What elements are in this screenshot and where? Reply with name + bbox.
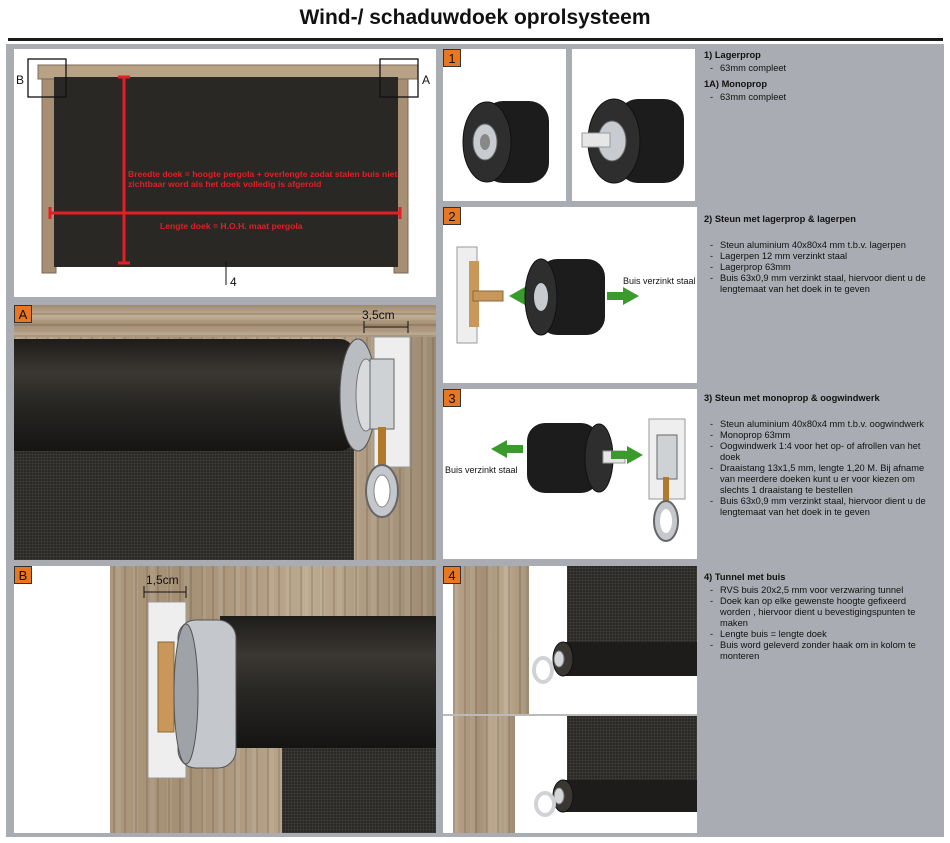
lagerprop-hole: [480, 134, 490, 150]
bracket-3-rod: [663, 477, 669, 503]
panel-2-steun-lagerprop: 2 Buis verzinkt staal: [443, 207, 697, 383]
title-divider: [8, 38, 943, 41]
panel-4-split: [443, 714, 697, 716]
info-3-item: Oogwindwerk 1:4 voor het op- of afrollen…: [710, 441, 938, 463]
panel-4-badge: 4: [443, 566, 461, 584]
gearbox: [369, 358, 395, 430]
wood-post-top: [453, 566, 529, 714]
info-4-item: Doek kan op elke gewenste hoogte gefixee…: [710, 596, 938, 629]
bracket-3-eye-hole: [660, 509, 672, 533]
wood-post-bottom: [453, 716, 515, 833]
panel-4-tunnel: 4: [443, 566, 697, 833]
panel-2-drawing: [456, 246, 639, 344]
end-cap-b-face: [173, 623, 199, 765]
panel-3-drawing: [491, 418, 686, 542]
panel-4-drawing: [532, 641, 697, 817]
info-2-heading: 2) Steun met lagerprop & lagerpen: [704, 214, 856, 224]
tunnel-bottom: [563, 780, 697, 812]
lagerprop-2-bearing: [534, 283, 548, 311]
arrow-2-right: [607, 287, 639, 305]
pergola-drawing: [27, 58, 419, 285]
info-2-item: Lagerpen 12 mm verzinkt staal: [710, 251, 938, 262]
detail-b-badge: B: [14, 566, 32, 584]
measure-a-label: 3,5cm: [362, 308, 395, 322]
monoprop-square-shaft: [581, 132, 611, 148]
info-1a-item: 63mm compleet: [710, 92, 940, 103]
monoprop-3-body: [527, 423, 599, 493]
bracket-drawing: [339, 321, 411, 518]
bracket-2-pin: [472, 290, 504, 302]
monoprop-drawing: [581, 98, 684, 184]
panel-2-buis-label: Buis verzinkt staal: [623, 276, 696, 286]
info-1: 1) Lagerprop 63mm compleet 1A) Monoprop …: [704, 50, 940, 103]
pergola-left-post: [41, 72, 57, 274]
info-2-item: Buis 63x0,9 mm verzinkt staal, hiervoor …: [710, 273, 938, 295]
measure-b-label: 1,5cm: [146, 573, 179, 587]
info-1a-heading: 1A) Monoprop: [704, 79, 767, 89]
panel-3-steun-monoprop: 3 Buis verzinkt staal: [443, 389, 697, 559]
bracket-b-drawing: [143, 586, 237, 779]
crank-eye-inner: [373, 474, 391, 508]
fabric-roll: [14, 339, 354, 451]
info-4-item: Lengte buis = lengte doek: [710, 629, 938, 640]
detail-a-box: [379, 58, 419, 98]
lengte-annotation: Lengte doek = H.O.H. maat pergola: [160, 221, 303, 231]
info-4-item: RVS buis 20x2,5 mm voor verzwaring tunne…: [710, 585, 938, 596]
lagerprop-drawing: [462, 101, 549, 183]
panel-1-badge: 1: [443, 49, 461, 67]
info-3: 3) Steun met monoprop & oogwindwerk Steu…: [704, 393, 938, 518]
shade-cloth: [54, 77, 398, 267]
fabric-hanging: [14, 435, 354, 560]
info-3-item: Draaistang 13x1,5 mm, lengte 1,20 M. Bij…: [710, 463, 938, 496]
shaft: [378, 427, 386, 469]
label-b: B: [16, 73, 25, 87]
tunnel-top: [563, 642, 697, 676]
label-4: 4: [230, 275, 237, 289]
wood-beam: [14, 305, 436, 337]
info-2-item: Steun aluminium 40x80x4 mm t.b.v. lagerp…: [710, 240, 938, 251]
tunnel-top-cap: [553, 650, 565, 668]
fabric-roll-b: [220, 616, 436, 748]
panel-1-lagerprop: 1: [443, 49, 566, 201]
info-3-item: Monoprop 63mm: [710, 430, 938, 441]
info-3-item: Buis 63x0,9 mm verzinkt staal, hiervoor …: [710, 496, 938, 518]
info-2: 2) Steun met lagerprop & lagerpen Steun …: [704, 214, 938, 295]
arrow-3-right: [611, 446, 643, 464]
label-a: A: [422, 73, 431, 87]
lager-pin: [157, 641, 175, 733]
hook-top: [532, 656, 554, 684]
lagerprop-2-body: [539, 259, 605, 335]
info-4-item: Buis word geleverd zonder haak om in kol…: [710, 640, 938, 662]
breedte-annotation: Breedte doek = hoogte pergola + overleng…: [128, 169, 398, 189]
background-white: [14, 566, 110, 833]
info-4: 4) Tunnel met buis RVS buis 20x2,5 mm vo…: [704, 572, 938, 662]
info-2-item: Lagerprop 63mm: [710, 262, 938, 273]
info-1-item: 63mm compleet: [710, 63, 940, 74]
detail-a-badge: A: [14, 305, 32, 323]
info-4-heading: 4) Tunnel met buis: [704, 572, 786, 582]
bracket-3-gear: [656, 434, 678, 480]
detail-b-box: [27, 58, 67, 98]
info-3-item: Steun aluminium 40x80x4 mm t.b.v. oogwin…: [710, 419, 938, 430]
panel-3-badge: 3: [443, 389, 461, 407]
detail-a-panel: A 3,5cm: [14, 305, 436, 560]
detail-b-panel: B 1,5cm: [14, 566, 436, 833]
pergola-top-beam: [37, 64, 419, 80]
overview-panel: B A Breedte doek = hoogte pergola + over…: [14, 49, 436, 297]
hook-bottom: [534, 791, 556, 817]
tunnel-bottom-cap: [553, 787, 565, 805]
arrow-3-left: [491, 440, 523, 458]
panel-2-badge: 2: [443, 207, 461, 225]
panel-3-buis-label: Buis verzinkt staal: [445, 465, 518, 475]
tunnel-fabric-bottom: [567, 716, 697, 788]
page-title: Wind-/ schaduwdoek oprolsysteem: [299, 6, 651, 29]
info-1-heading: 1) Lagerprop: [704, 50, 761, 60]
info-3-heading: 3) Steun met monoprop & oogwindwerk: [704, 393, 880, 403]
panel-1a-monoprop: [572, 49, 695, 201]
